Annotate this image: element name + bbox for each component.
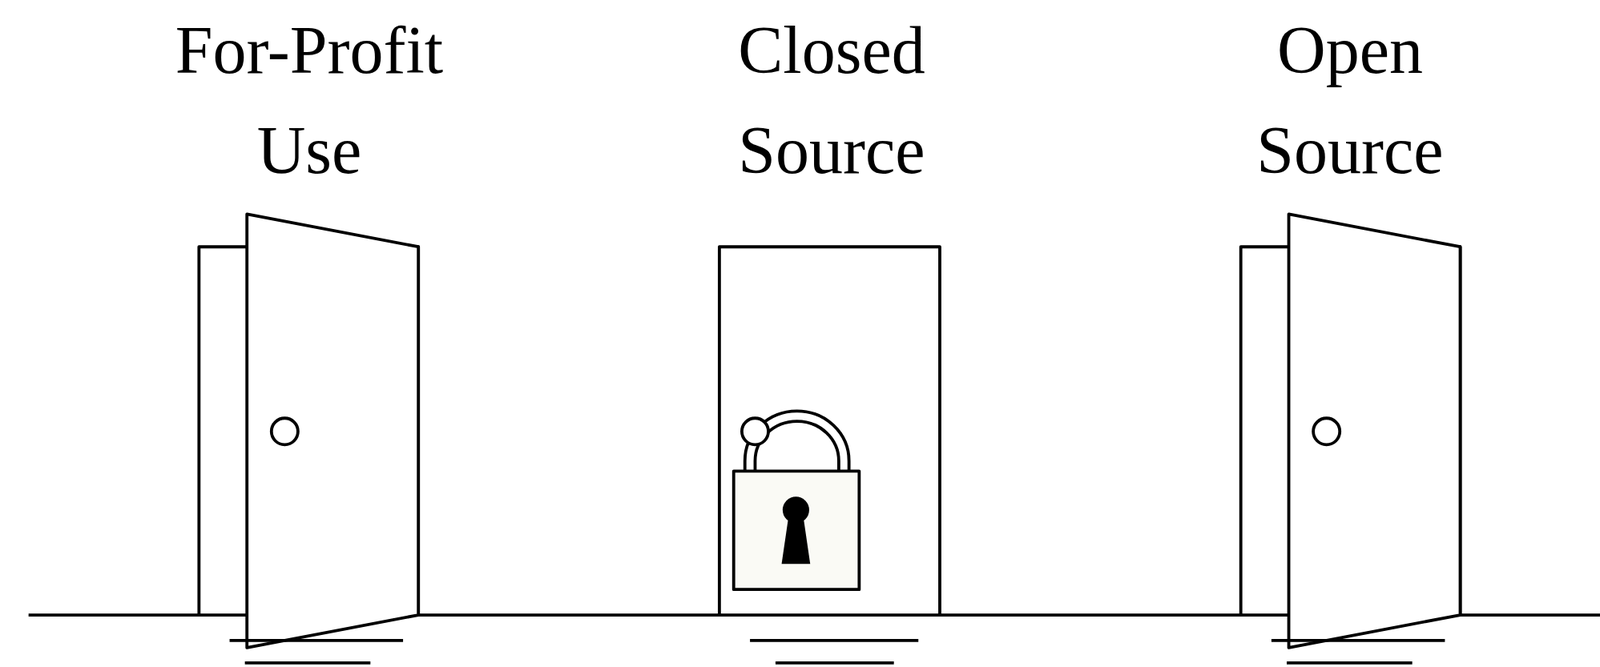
- door-knob: [1313, 418, 1340, 445]
- open-door: [198, 213, 419, 663]
- locked-door: [719, 246, 940, 664]
- floor-shadow: [245, 661, 371, 665]
- floor-shadow: [775, 661, 895, 665]
- door-label: Open Source: [1197, 0, 1503, 201]
- lock-body: [733, 471, 860, 590]
- lock-pin: [741, 418, 769, 445]
- door-leaf: [1289, 213, 1461, 648]
- floor-shadow: [1286, 661, 1413, 665]
- floor-shadow: [749, 639, 919, 643]
- door-label: For-Profit Use: [157, 0, 462, 201]
- door-leaf: [246, 213, 419, 648]
- floor-shadow: [1271, 639, 1446, 643]
- door-leaf: [719, 246, 940, 616]
- keyhole: [781, 515, 811, 565]
- open-door: [1241, 213, 1461, 663]
- door-label: Closed Source: [679, 0, 984, 201]
- door-knob: [271, 418, 299, 445]
- floor-shadow: [229, 639, 404, 643]
